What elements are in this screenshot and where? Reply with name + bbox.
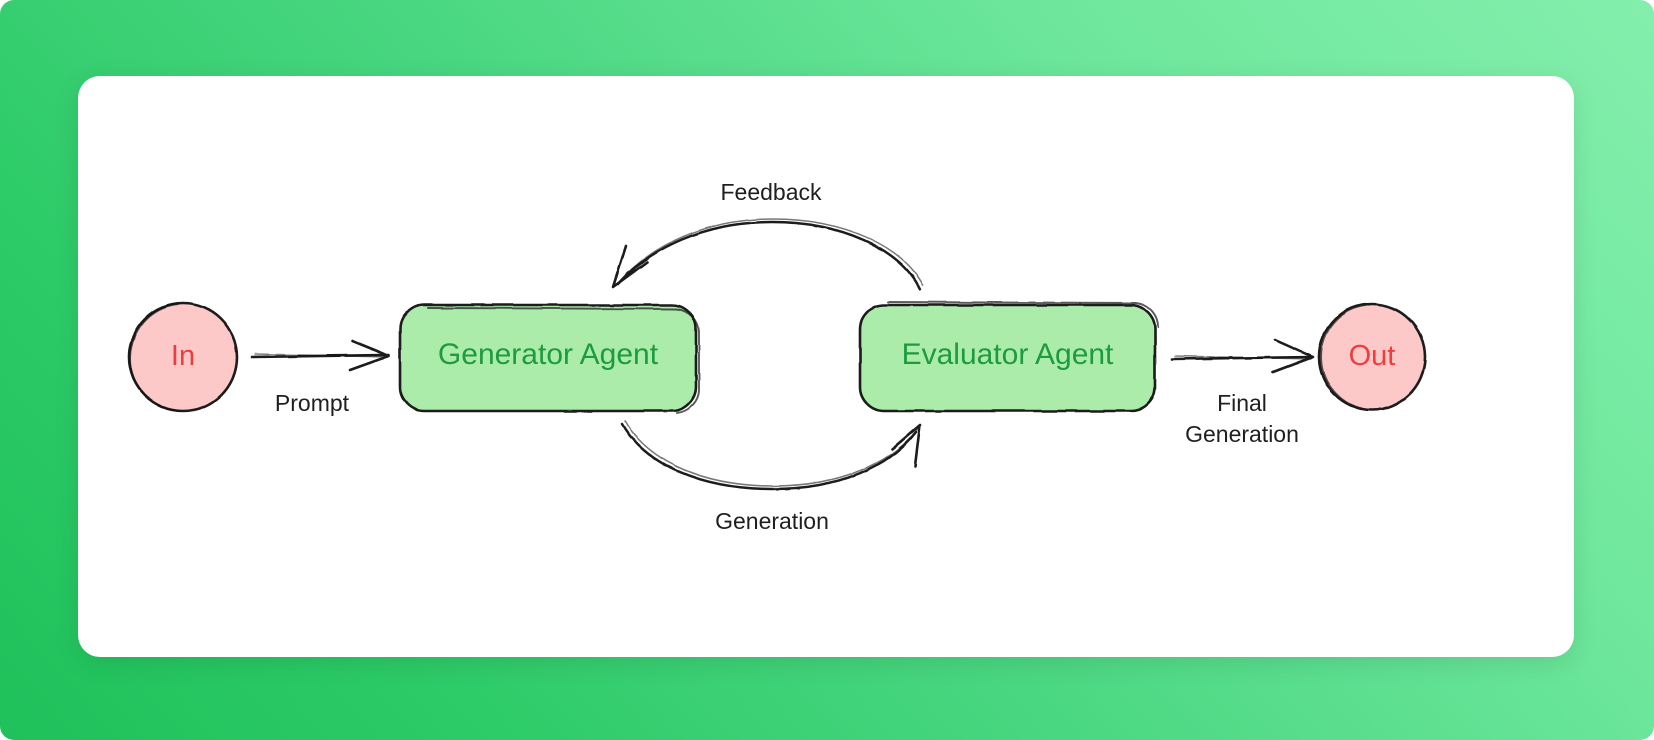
edge-generator-to-evaluator: [620, 420, 922, 491]
node-evaluator[interactable]: [858, 301, 1159, 413]
node-out-outline: [1317, 302, 1427, 412]
edge-evaluator-to-out: [1170, 338, 1315, 374]
node-generator-outline: [398, 303, 700, 414]
node-in-fill: [129, 303, 237, 411]
node-out-fill: [1319, 304, 1425, 410]
edge-evaluator-to-generator: [611, 218, 924, 291]
edge-label-prompt: Prompt: [274, 390, 350, 416]
node-generator-fill: [400, 305, 696, 411]
node-out[interactable]: [1317, 302, 1427, 412]
edge-label-final-generation-line1: Final: [1217, 390, 1267, 416]
node-evaluator-fill: [860, 305, 1155, 411]
edge-label-final-generation-line2: Generation: [1185, 421, 1299, 447]
edge-label-feedback: Feedback: [720, 179, 822, 205]
node-in-outline: [127, 301, 239, 413]
node-evaluator-outline: [858, 301, 1159, 413]
edge-in-to-generator: [250, 339, 391, 372]
edge-label-final-generation: Final Generation: [1142, 388, 1342, 450]
edge-label-generation: Generation: [715, 508, 829, 534]
node-in[interactable]: [127, 301, 239, 413]
node-generator[interactable]: [398, 303, 700, 414]
